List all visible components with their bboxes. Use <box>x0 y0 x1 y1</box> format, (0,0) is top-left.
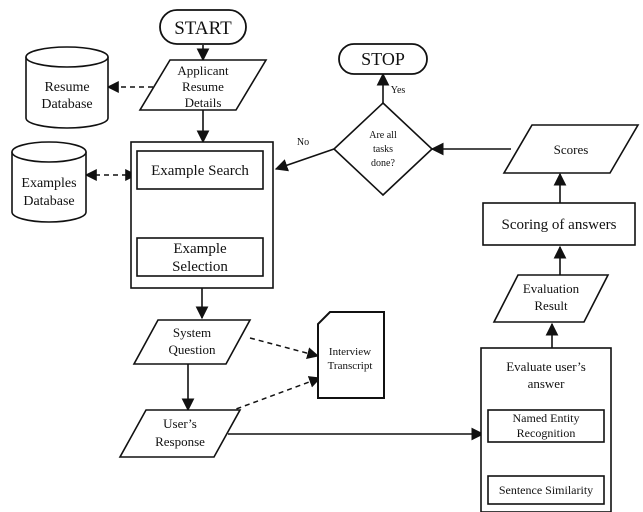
evaluation-result-node: Evaluation Result <box>492 274 610 323</box>
decision-node: Are all tasks done? <box>332 101 434 197</box>
examples-database-line-1: Examples <box>21 176 76 191</box>
applicant-resume-line-2: Resume <box>182 79 224 94</box>
evaluate-answer-line-1: Evaluate user’s <box>506 359 586 374</box>
decision-line-2: tasks <box>373 144 393 155</box>
example-container: Example Search Example Selection <box>130 141 274 289</box>
evaluate-answer-line-2: answer <box>528 376 565 391</box>
applicant-resume-line-3: Details <box>185 95 222 110</box>
ner-line-2: Recognition <box>517 426 576 440</box>
evaluation-result-line-2: Result <box>534 298 568 313</box>
evaluation-result-line-1: Evaluation <box>523 281 580 296</box>
no-label: No <box>297 137 309 148</box>
interview-transcript-line-1: Interview <box>329 346 371 358</box>
applicant-resume-node: Applicant Resume Details <box>138 59 268 111</box>
scoring-label: Scoring of answers <box>502 217 617 233</box>
examples-database: Examples Database <box>11 141 87 223</box>
resume-database: Resume Database <box>25 46 109 129</box>
system-question-line-1: System <box>173 325 211 340</box>
resume-database-line-1: Resume <box>44 80 89 95</box>
start-terminator: START <box>159 9 247 45</box>
yes-label: Yes <box>391 85 406 96</box>
decision-line-1: Are all <box>369 130 397 141</box>
decision-line-3: done? <box>371 158 395 169</box>
evaluate-answer-container: Evaluate user’s answer Named Entity Reco… <box>480 347 612 512</box>
examples-database-line-2: Database <box>23 194 74 209</box>
dashed-question-to-transcript <box>249 337 320 360</box>
start-label: START <box>174 18 232 39</box>
stop-label: STOP <box>361 49 405 69</box>
system-question-line-2: Question <box>169 342 216 357</box>
stop-terminator: STOP <box>338 43 428 75</box>
arrow-decision-to-search <box>274 148 335 172</box>
users-response-node: User’s Response <box>118 409 242 458</box>
interview-transcript-doc: Interview Transcript <box>317 311 385 399</box>
ner-line-1: Named Entity <box>513 411 580 425</box>
dashed-response-to-transcript <box>227 376 322 413</box>
example-selection-line-2: Selection <box>172 259 228 275</box>
example-selection-line-1: Example <box>173 241 227 257</box>
example-search-label: Example Search <box>151 163 249 179</box>
sentence-similarity-label: Sentence Similarity <box>499 483 593 497</box>
scores-label: Scores <box>554 142 589 157</box>
scores-node: Scores <box>502 124 640 174</box>
interview-transcript-line-2: Transcript <box>328 360 373 372</box>
users-response-line-2: Response <box>155 434 205 449</box>
applicant-resume-line-1: Applicant <box>177 63 229 78</box>
system-question-node: System Question <box>132 319 252 365</box>
users-response-line-1: User’s <box>163 416 197 431</box>
resume-database-line-2: Database <box>41 97 92 112</box>
scoring-node: Scoring of answers <box>482 202 636 246</box>
